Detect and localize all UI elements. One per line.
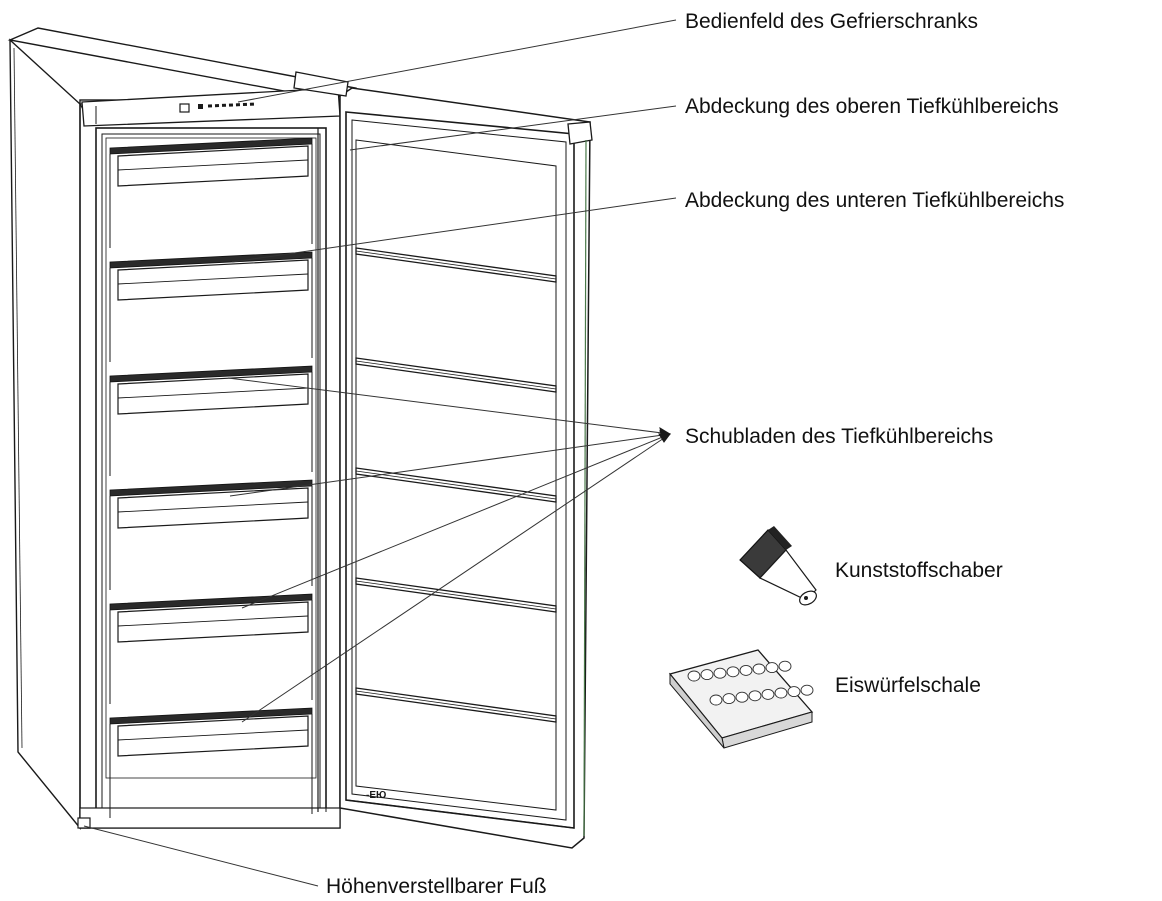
ice-cup: [687, 670, 701, 682]
freezer-drawer: [109, 707, 313, 818]
ice-cup: [761, 688, 775, 700]
freezer-drawer: [109, 479, 313, 590]
ice-cup: [800, 684, 814, 696]
label-upper-cover: Abdeckung des oberen Tiefkühlbereichs: [685, 95, 1059, 118]
ice-cup: [765, 662, 779, 674]
ice-cup: [735, 691, 749, 703]
door-shelf: [355, 687, 557, 723]
ice-cup: [700, 669, 714, 681]
ice-cup: [748, 690, 762, 702]
door-marking: -ЕЮ: [366, 790, 386, 801]
label-control-panel: Bedienfeld des Gefrierschranks: [685, 10, 978, 33]
ice-cup: [739, 664, 753, 676]
ice-cup: [709, 694, 723, 706]
freezer-drawer: [109, 251, 313, 362]
ice-cup: [726, 666, 740, 678]
door-shelf: [355, 247, 557, 283]
door-shelf: [355, 577, 557, 613]
freezer-drawers: [109, 137, 313, 818]
callout-lines: [83, 19, 677, 887]
label-foot: Höhenverstellbarer Fuß: [326, 875, 547, 898]
ice-tray-icon: [668, 649, 814, 749]
label-lower-cover: Abdeckung des unteren Tiefkühlbereichs: [685, 189, 1065, 212]
door: -ЕЮ: [293, 71, 593, 849]
freezer-drawer: [109, 137, 313, 248]
adjustable-foot: [77, 817, 91, 829]
label-scraper: Kunststoffschaber: [835, 559, 1003, 582]
door-shelves: [355, 247, 557, 723]
label-ice-tray: Eiswürfelschale: [835, 674, 981, 697]
cabinet: [7, 27, 358, 830]
door-shelf: [355, 357, 557, 393]
ice-cup: [752, 663, 766, 675]
ice-cup: [787, 686, 801, 698]
ice-cup: [774, 687, 788, 699]
ice-cup: [713, 667, 727, 679]
freezer-drawer: [109, 593, 313, 704]
label-drawers: Schubladen des Tiefkühlbereichs: [685, 425, 994, 448]
ice-cup: [722, 693, 736, 705]
freezer-drawer: [109, 365, 313, 476]
ice-cup: [778, 660, 792, 672]
display-button-icon: [179, 103, 190, 113]
scraper-icon: [739, 526, 817, 606]
